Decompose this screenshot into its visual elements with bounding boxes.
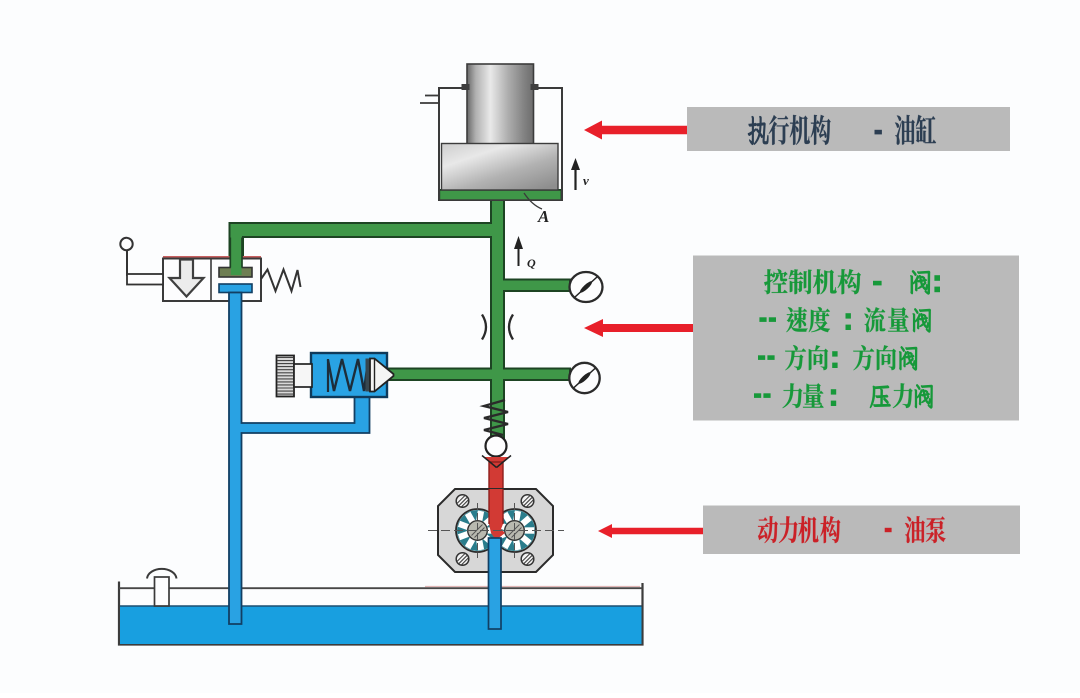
svg-text:Q: Q (527, 256, 536, 270)
svg-text:v: v (583, 173, 589, 188)
svg-text:A: A (537, 207, 549, 226)
